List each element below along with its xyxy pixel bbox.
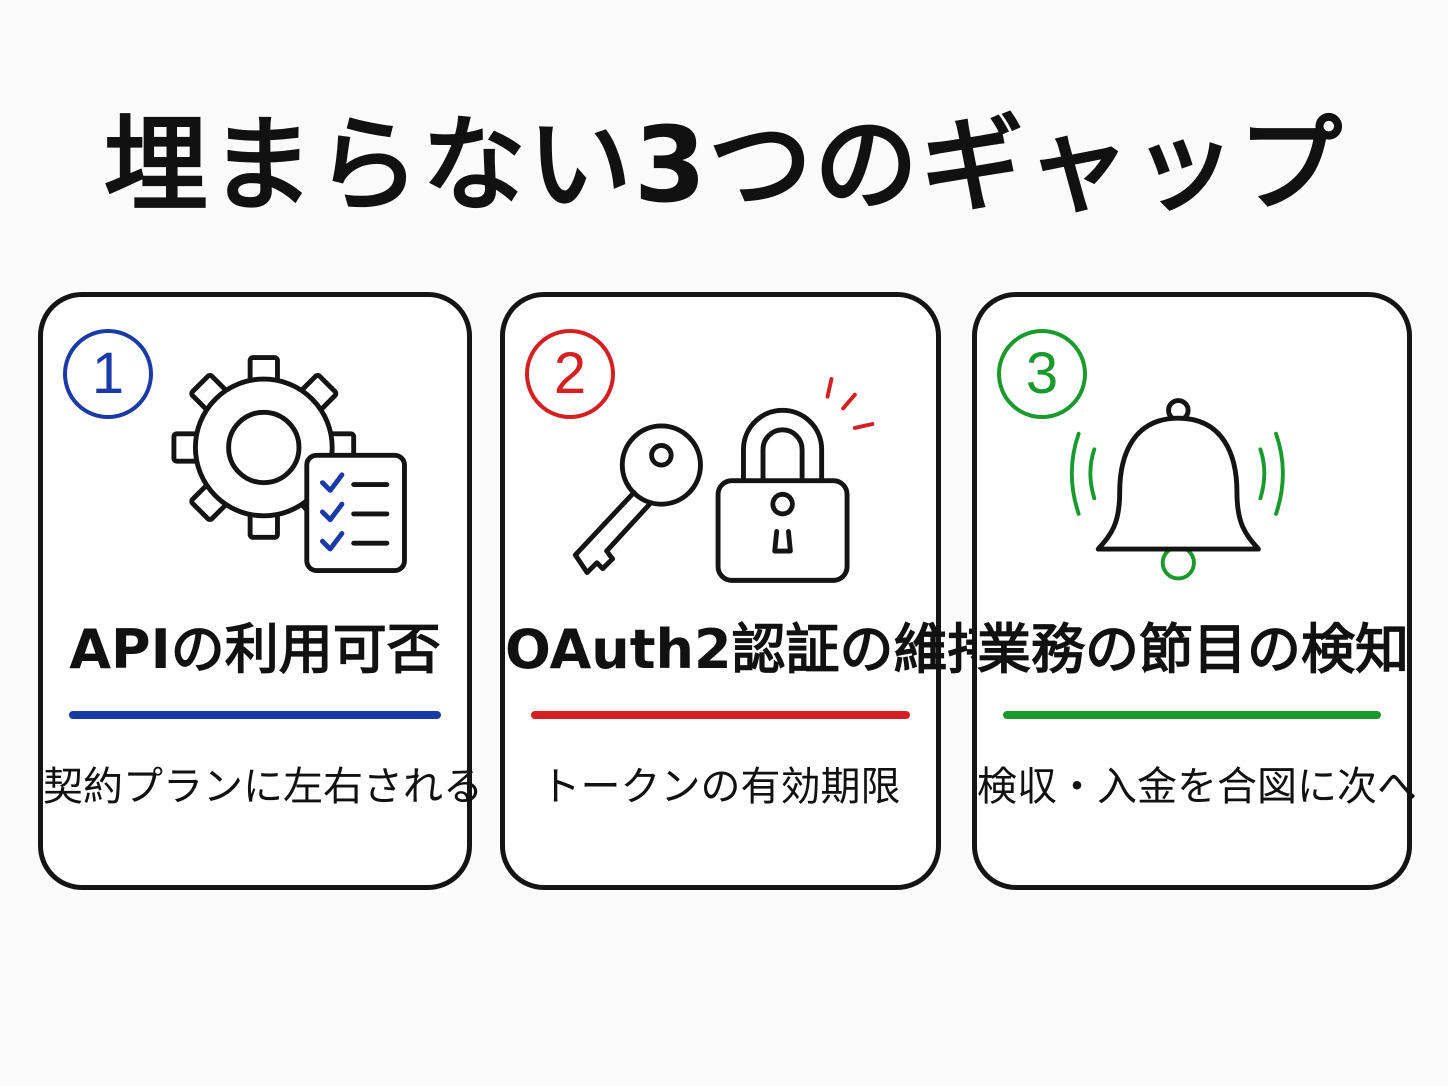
card-subtitle: 検収・入金を合図に次へ xyxy=(977,764,1417,810)
bell-icon xyxy=(977,337,1407,597)
card-subtitle: トークンの有効期限 xyxy=(540,764,901,810)
gap-card-api: 1 xyxy=(38,292,483,890)
title-underline xyxy=(531,711,910,719)
number-badge-2: 2 xyxy=(525,329,615,419)
title-underline xyxy=(69,711,441,719)
page-title: 埋まらない3つのギャップ xyxy=(103,104,1345,226)
card-title: APIの利用可否 xyxy=(69,618,441,681)
card-title: 業務の節目の検知 xyxy=(977,618,1409,681)
title-underline xyxy=(1003,711,1381,719)
gap-card-milestone: 3 業務の節目の検知 検収・入金を合図に次へ xyxy=(972,292,1417,890)
number-badge-1: 1 xyxy=(63,329,153,419)
key-lock-icon xyxy=(505,337,936,597)
card-title: OAuth2認証の維持 xyxy=(505,618,1002,681)
gap-card-oauth: 2 OAuth2認証の維持 トークンの有効期限 xyxy=(500,292,1002,890)
gear-checklist-icon xyxy=(43,337,467,597)
card-subtitle: 契約プランに左右される xyxy=(43,764,483,810)
number-badge-3: 3 xyxy=(997,329,1087,419)
